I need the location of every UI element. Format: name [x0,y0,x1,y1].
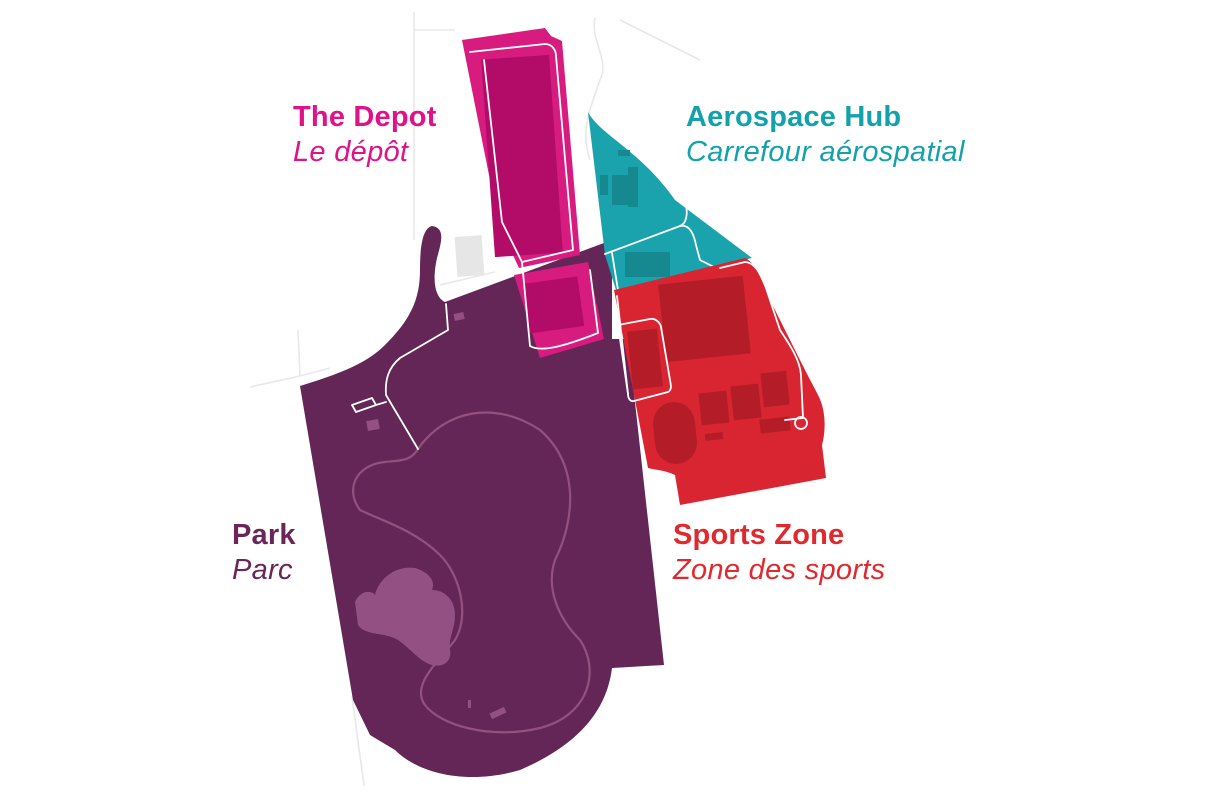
sports-turnaround [794,416,808,430]
park-building [489,706,507,720]
park-building [453,312,465,321]
depot-perimeter-path [469,43,574,263]
park-building [366,419,380,431]
zone-aerospace[interactable] [588,112,752,291]
aerospace-road [604,204,721,271]
neutral-building [454,235,485,277]
sports-building [759,416,791,434]
park-parking-loop [351,397,387,413]
aerospace-building [618,150,630,156]
aerospace-link [611,252,619,291]
label-aerospace: Aerospace Hub Carrefour aérospatial [686,100,965,170]
zone-park[interactable] [300,226,664,778]
zone-depot[interactable] [462,28,604,358]
sports-building [760,370,790,408]
depot-name-en: The Depot [293,101,437,133]
sports-building [698,390,730,426]
park-name-fr: Parc [232,553,293,586]
park-access-path [384,303,449,450]
sports-building [730,383,762,421]
aerospace-building [625,252,670,277]
label-park: Park Parc [232,518,296,588]
aerospace-building [600,175,608,195]
label-sports: Sports Zone Zone des sports [673,518,885,588]
aerospace-name-fr: Carrefour aérospatial [686,135,965,168]
depot-name-fr: Le dépôt [293,135,409,168]
aerospace-building [612,175,630,205]
sports-building [704,432,724,441]
sports-building-arena [658,275,751,363]
sports-west-path [616,295,629,395]
sports-stadium-track [652,402,698,464]
depot-building-main [481,54,563,258]
park-name-en: Park [232,519,296,551]
park-building [468,700,471,708]
sports-east-path [719,261,804,421]
zone-sports[interactable] [614,258,826,505]
sports-name-en: Sports Zone [673,519,845,551]
park-trail [352,411,591,734]
sports-loop-path [617,317,672,403]
road-network [249,12,701,787]
aerospace-building [628,167,638,207]
sports-name-fr: Zone des sports [673,553,886,586]
aerospace-name-en: Aerospace Hub [686,101,902,133]
park-area[interactable] [300,226,664,778]
depot-south-path [521,261,599,350]
sports-building [627,328,663,390]
label-depot: The Depot Le dépôt [293,100,437,170]
pond [355,567,455,666]
depot-building-south [522,276,585,334]
